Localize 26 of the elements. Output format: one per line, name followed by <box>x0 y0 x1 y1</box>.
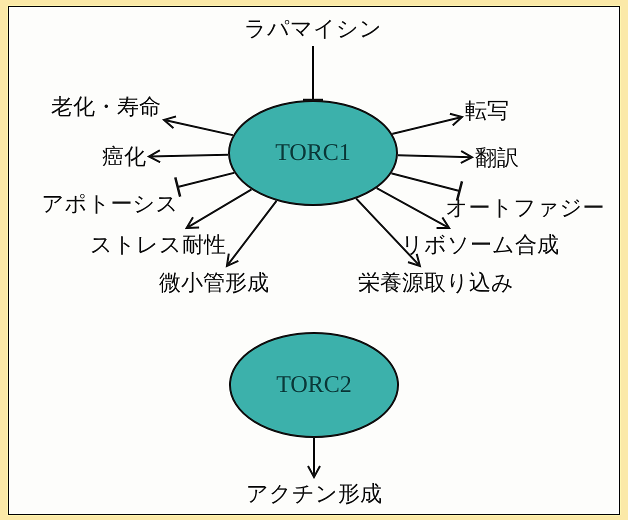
arrow <box>163 115 234 136</box>
process-label: オートファジー <box>442 191 608 225</box>
process-label: リボソーム合成 <box>398 228 562 262</box>
arrow <box>226 200 278 267</box>
process-label: 栄養源取り込み <box>355 266 517 300</box>
process-label: 微小管形成 <box>156 266 272 300</box>
complex-ellipse: TORC2 <box>229 332 399 438</box>
process-label: 老化・寿命 <box>48 90 164 124</box>
process-label: アポトーシス <box>38 187 182 221</box>
process-label: ストレス耐性 <box>87 228 229 262</box>
complex-ellipse: TORC1 <box>228 100 398 206</box>
process-label: 転写 <box>462 94 512 128</box>
inhibition-line <box>391 172 464 202</box>
arrow <box>355 198 421 267</box>
arrow <box>398 150 473 164</box>
process-label: 翻訳 <box>472 141 522 175</box>
inhibition-line <box>174 172 234 198</box>
inhibition-line <box>302 46 324 102</box>
arrow <box>392 112 463 135</box>
process-label: ラパマイシン <box>241 12 385 46</box>
arrow <box>186 188 252 229</box>
arrow <box>376 187 450 229</box>
process-label: 癌化 <box>99 140 149 174</box>
arrow <box>148 149 228 164</box>
arrow <box>307 438 321 478</box>
process-label: アクチン形成 <box>243 477 385 511</box>
